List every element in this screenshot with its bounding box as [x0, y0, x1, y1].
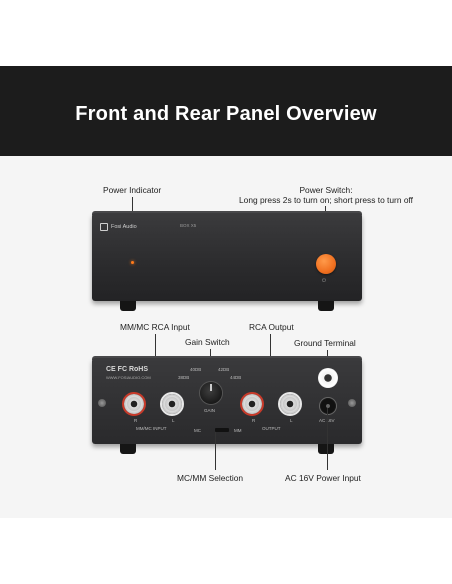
callout-power-switch-desc: Long press 2s to turn on; short press to…: [239, 195, 413, 205]
rca-input-left-jack[interactable]: [160, 392, 184, 416]
front-panel: Fosi Audio BOX X5 ⏻: [92, 213, 362, 301]
callout-gain-switch: Gain Switch: [185, 337, 230, 347]
callout-mm-mc-rca-input: MM/MC RCA Input: [120, 322, 190, 332]
front-foot-right: [318, 301, 334, 311]
rca-output-right-jack[interactable]: [240, 392, 264, 416]
leader-ac-power-input: [327, 408, 328, 470]
rear-foot-left: [120, 444, 136, 454]
input-l-label: L: [172, 418, 175, 423]
callout-ground-terminal: Ground Terminal: [294, 338, 356, 348]
screw-icon: [348, 399, 356, 407]
page-title: Front and Rear Panel Overview: [75, 102, 377, 125]
callout-power-indicator: Power Indicator: [103, 185, 162, 195]
gain-knob-indicator: [210, 384, 212, 391]
output-l-label: L: [290, 418, 293, 423]
callout-power-switch-title: Power Switch:: [299, 185, 353, 195]
gain-44db: 44DB: [230, 375, 242, 380]
title-banner: Front and Rear Panel Overview: [0, 66, 452, 156]
power-icon: ⏻: [322, 278, 326, 284]
switch-label-mc: MC: [194, 428, 201, 433]
switch-label-mm: MM: [234, 428, 242, 433]
top-margin: [0, 0, 452, 66]
output-label: OUTPUT: [262, 426, 281, 431]
input-label: MM/MC INPUT: [136, 426, 167, 431]
power-indicator-led: [131, 261, 134, 264]
model-name: BOX X5: [180, 223, 197, 228]
mc-mm-switch[interactable]: [215, 428, 229, 432]
leader-mc-mm-selection: [215, 432, 216, 470]
gain-42db: 42DB: [218, 367, 230, 372]
gain-40db: 40DB: [190, 367, 202, 372]
gain-knob[interactable]: [200, 382, 222, 404]
gain-label: GAIN: [204, 408, 216, 413]
rear-panel: CE FC RoHS WWW.FOSIAUDIO.COM R L MM/MC I…: [92, 358, 362, 444]
callout-ac-power-input: AC 16V Power Input: [285, 473, 361, 483]
rear-foot-right: [318, 444, 334, 454]
ground-terminal-post[interactable]: [318, 368, 338, 388]
website-text: WWW.FOSIAUDIO.COM: [106, 375, 151, 380]
power-button[interactable]: [316, 254, 336, 274]
callout-mc-mm-selection: MC/MM Selection: [177, 473, 244, 483]
brand-logo: Fosi Audio: [100, 223, 137, 231]
rca-output-left-jack[interactable]: [278, 392, 302, 416]
logo-icon: [100, 223, 108, 231]
certification-marks: CE FC RoHS: [106, 366, 148, 373]
ac-label: AC 16V: [319, 418, 335, 423]
ac-power-jack[interactable]: [320, 398, 336, 414]
output-r-label: R: [252, 418, 256, 423]
brand-name: Fosi Audio: [111, 224, 137, 230]
screw-icon: [98, 399, 106, 407]
bottom-margin: [0, 518, 452, 584]
callout-rca-output: RCA Output: [249, 322, 294, 332]
input-r-label: R: [134, 418, 138, 423]
gain-38db: 38DB: [178, 375, 190, 380]
front-foot-left: [120, 301, 136, 311]
rca-input-right-jack[interactable]: [122, 392, 146, 416]
